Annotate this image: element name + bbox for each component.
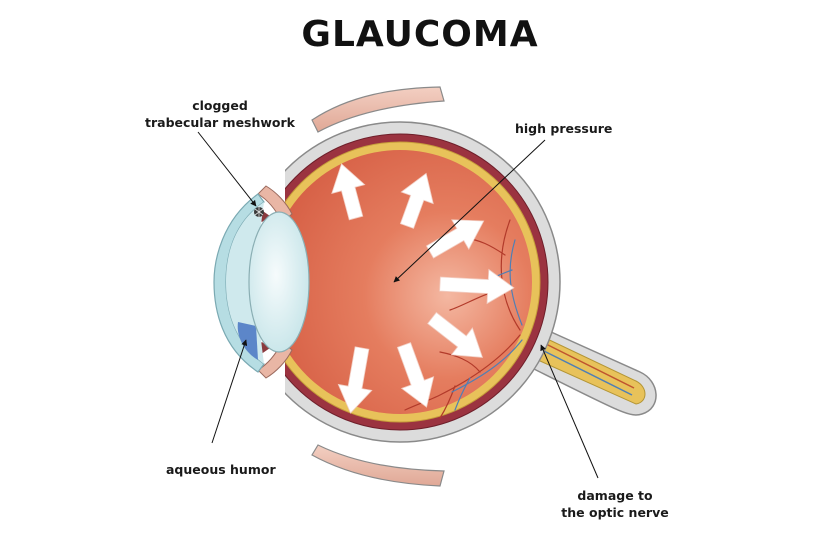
pressure-arrow bbox=[427, 311, 484, 358]
label-aqueous-humor: aqueous humor bbox=[166, 462, 276, 477]
label-optic-nerve-damage: damage to the optic nerve bbox=[555, 487, 675, 521]
label-clogged-meshwork: clogged trabecular meshwork bbox=[120, 97, 320, 131]
pressure-arrow bbox=[396, 342, 435, 408]
pressure-arrows bbox=[331, 163, 515, 414]
pressure-arrow bbox=[439, 268, 515, 305]
label-line: the optic nerve bbox=[561, 505, 669, 520]
label-line: clogged bbox=[192, 98, 248, 113]
optic-nerve bbox=[519, 325, 646, 405]
upper-eye-muscle bbox=[311, 86, 445, 133]
page-title: GLAUCOMA bbox=[301, 14, 539, 55]
pressure-arrow bbox=[425, 219, 485, 259]
lower-eye-muscle bbox=[311, 444, 445, 487]
leader-aqueous bbox=[211, 339, 248, 444]
leader-high-pressure bbox=[393, 139, 546, 283]
trabecular-meshwork bbox=[254, 206, 264, 218]
leader-optic-nerve bbox=[540, 344, 599, 479]
label-line: damage to bbox=[577, 488, 653, 503]
pressure-arrow bbox=[331, 163, 366, 221]
aqueous-humor bbox=[237, 322, 258, 360]
pressure-arrow bbox=[337, 346, 373, 414]
label-line: trabecular meshwork bbox=[145, 115, 295, 130]
pressure-arrow bbox=[399, 172, 434, 229]
label-high-pressure: high pressure bbox=[515, 121, 613, 136]
leader-clogged bbox=[197, 131, 257, 207]
lens bbox=[248, 211, 310, 353]
